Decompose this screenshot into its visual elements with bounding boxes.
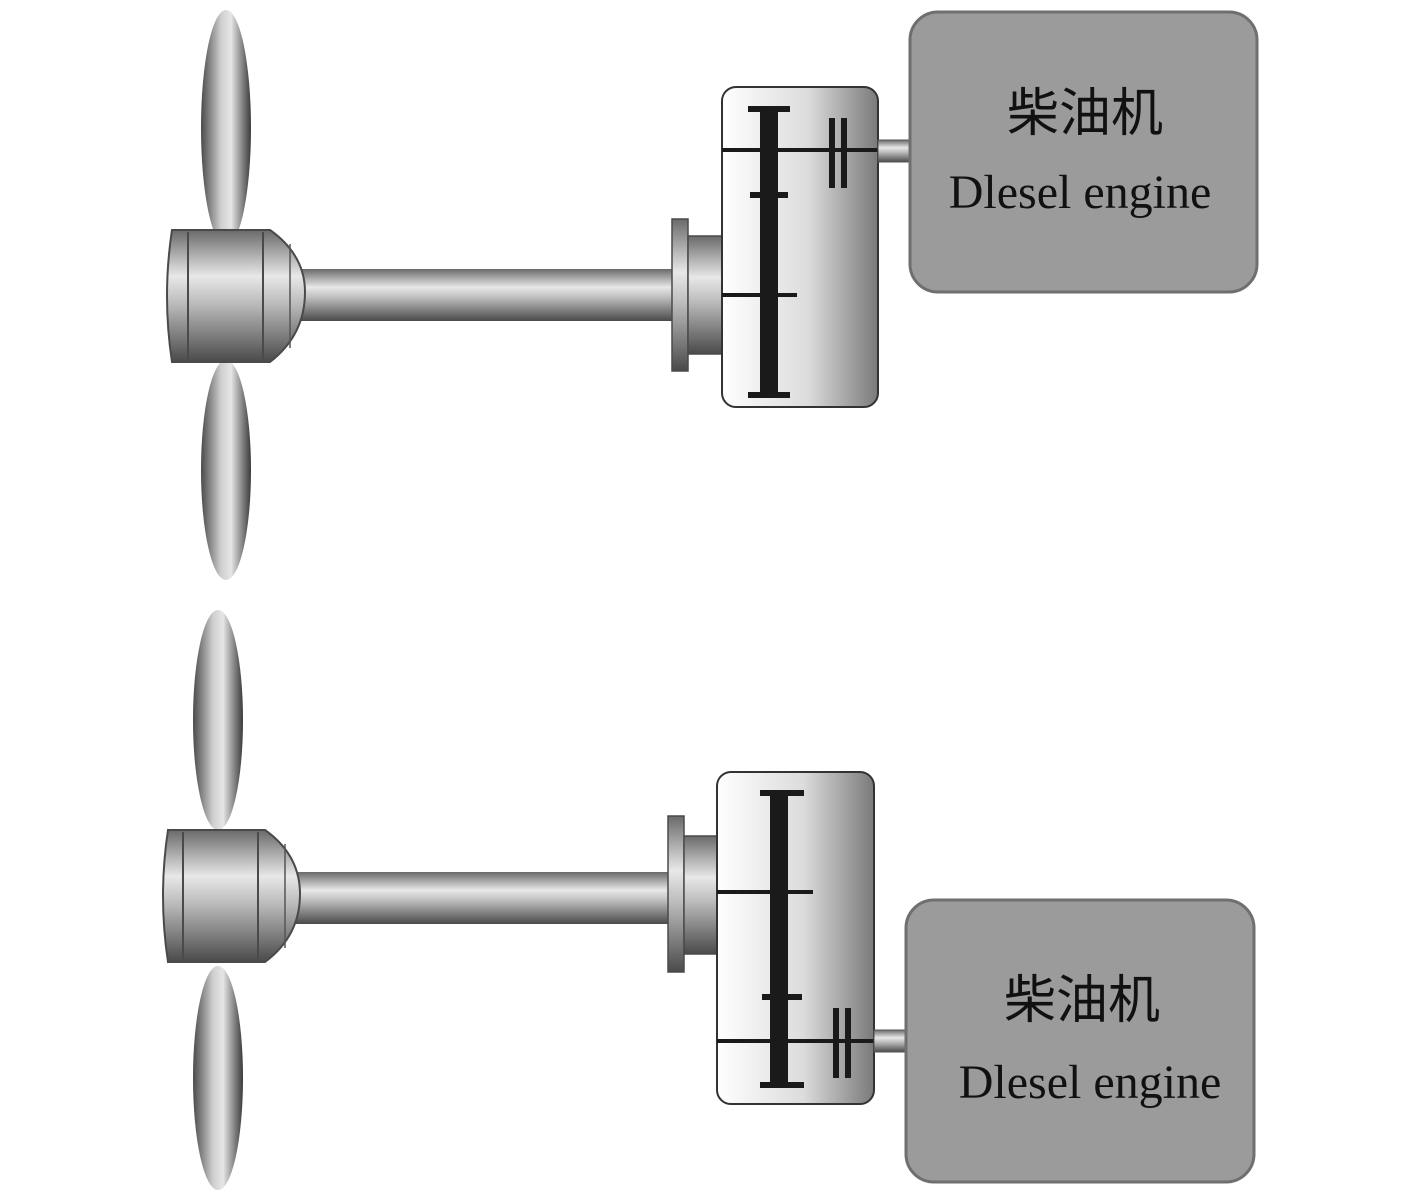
diesel-engine-1: 柴油机 Dlesel engine — [908, 10, 1259, 294]
propeller-blade-lower — [201, 360, 251, 580]
clutch-icon — [829, 118, 835, 188]
propeller-hub — [162, 829, 302, 963]
gearbox — [716, 771, 875, 1105]
output-flange — [671, 218, 689, 372]
pinion-gear — [762, 994, 802, 1000]
engine-label-cn: 柴油机 — [1004, 973, 1160, 1030]
engine-label-en: Dlesel engine — [949, 166, 1212, 219]
propulsion-system-2: 柴油机 Dlesel engine — [162, 610, 1256, 1190]
diesel-engine-2: 柴油机 Dlesel engine — [904, 898, 1256, 1184]
propeller-blade-lower — [193, 966, 243, 1190]
propulsion-system-1: 柴油机 Dlesel engine — [166, 10, 1259, 580]
gearbox — [721, 86, 879, 408]
flange-coupling — [683, 835, 719, 955]
propeller-shaft — [295, 872, 670, 924]
propeller-shaft — [300, 269, 676, 321]
main-gear — [770, 792, 788, 1086]
propeller-hub — [166, 229, 307, 363]
propeller-blade-upper — [193, 610, 243, 830]
flange-coupling — [687, 235, 723, 355]
engine-coupling-shaft — [873, 1029, 909, 1053]
engine-coupling-shaft — [877, 139, 913, 163]
propeller-blade-upper — [201, 10, 251, 246]
engine-label-en: Dlesel engine — [959, 1056, 1222, 1109]
main-gear — [760, 108, 778, 398]
pinion-gear — [750, 192, 788, 198]
engine-label-cn: 柴油机 — [1007, 86, 1163, 143]
clutch-icon — [833, 1008, 839, 1078]
output-flange — [667, 815, 685, 973]
